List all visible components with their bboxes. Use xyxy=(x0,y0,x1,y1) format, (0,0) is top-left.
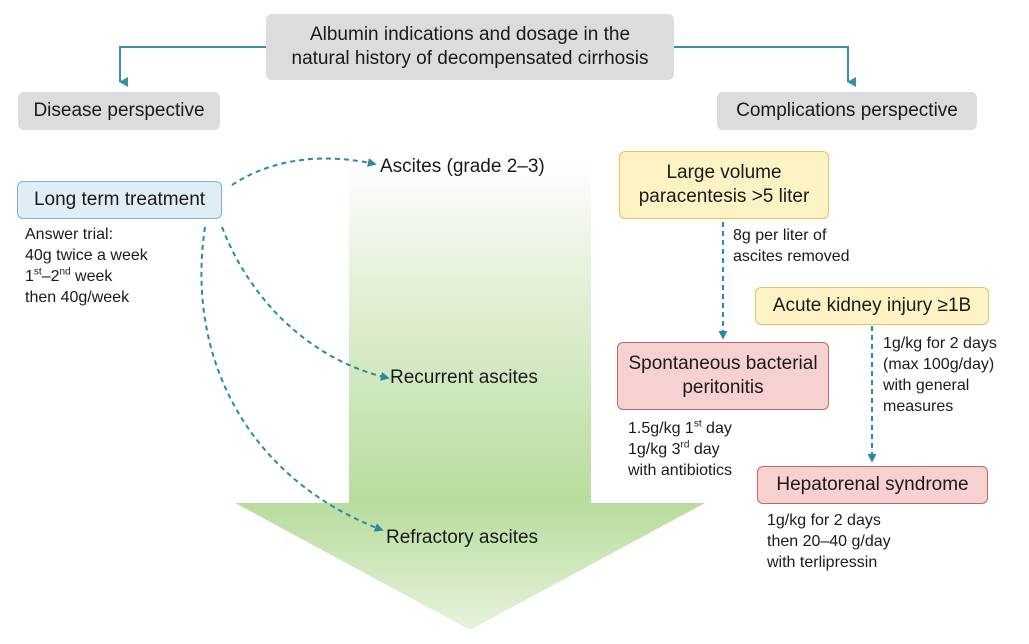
connector-to-complications xyxy=(672,46,856,87)
disease-perspective-header: Disease perspective xyxy=(18,92,220,130)
long-term-note-line-2: 40g twice a week xyxy=(25,247,148,264)
sbp-line-1: Spontaneous bacterial xyxy=(628,353,818,374)
long-term-treatment-box: Long term treatment xyxy=(17,181,222,219)
paracentesis-dose: 8g per liter of ascites removed xyxy=(733,227,850,265)
long-term-note-line-1: Answer trial: xyxy=(25,226,114,243)
stage-ascites: Ascites (grade 2–3) xyxy=(380,156,545,177)
title-line-1: Albumin indications and dosage in the xyxy=(309,24,631,45)
progression-arrow-head xyxy=(235,503,705,630)
complications-perspective-header: Complications perspective xyxy=(717,92,977,130)
sbp-dose: 1.5g/kg 1st day 1g/kg 3rd day with antib… xyxy=(628,418,733,479)
stage-refractory-ascites: Refractory ascites xyxy=(386,527,539,548)
aki-dose: 1g/kg for 2 days (max 100g/day) with gen… xyxy=(883,335,997,415)
diagram-title: Albumin indications and dosage in the na… xyxy=(266,14,674,80)
paracentesis-box: Large volume paracentesis >5 liter xyxy=(619,151,829,219)
aki-box: Acute kidney injury ≥1B xyxy=(755,287,989,325)
long-term-note-line-4: then 40g/week xyxy=(25,289,130,306)
long-term-note: Answer trial: 40g twice a week 1st–2nd w… xyxy=(25,224,148,308)
dashed-arrow-to-ascites xyxy=(231,157,377,186)
hrs-box: Hepatorenal syndrome xyxy=(757,466,988,504)
hrs-dose: 1g/kg for 2 days then 20–40 g/day with t… xyxy=(767,512,891,571)
long-term-note-line-3: 1st–2nd week xyxy=(25,266,113,285)
connector-to-disease xyxy=(119,46,268,87)
paracentesis-line-1: Large volume xyxy=(666,162,782,183)
title-line-2: natural history of decompensated cirrhos… xyxy=(291,48,649,69)
paracentesis-line-2: paracentesis >5 liter xyxy=(638,186,810,207)
sbp-line-2: peritonitis xyxy=(682,377,764,398)
sbp-box: Spontaneous bacterial peritonitis xyxy=(617,342,829,410)
dashed-arrow-to-recurrent xyxy=(221,226,390,381)
progression-arrow-shaft xyxy=(349,160,591,503)
dashed-arrow-to-refractory xyxy=(200,226,384,532)
stage-recurrent-ascites: Recurrent ascites xyxy=(390,367,538,388)
